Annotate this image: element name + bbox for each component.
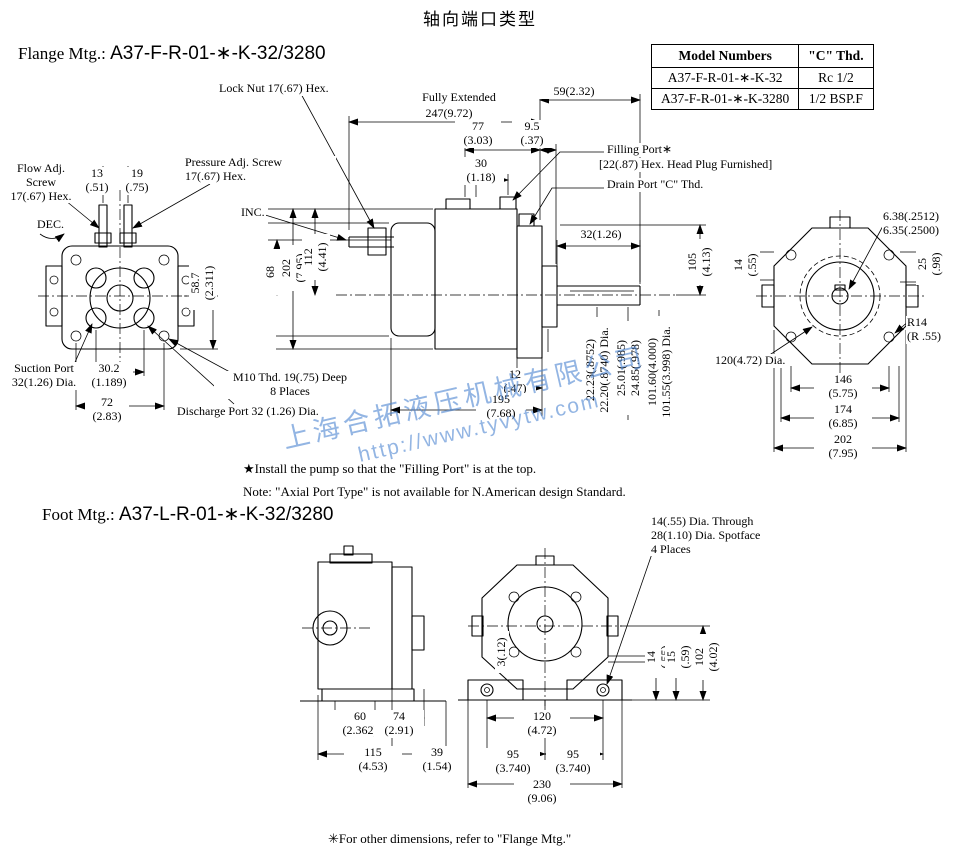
dim-pilot-diameter: 101.60(4.000) 101.55(3.998) Dia. [645, 316, 674, 428]
flange-rear-dimension-lines [740, 223, 936, 452]
label-suction-port: Suction Port 32(1.26) Dia. [2, 361, 86, 390]
foot-mtg-heading: Foot Mtg.: A37-L-R-01-∗-K-32/3280 [42, 503, 334, 526]
dim-19: 19 (.75) [122, 166, 152, 195]
dim-120: 120 (4.72) [514, 709, 570, 738]
dim-146: 146 (5.75) [814, 372, 872, 401]
dim-77: 77 (3.03) [455, 119, 501, 148]
dim-247: 247(9.72) [398, 106, 500, 121]
dim-202-rear: 202 (7.95) [814, 432, 872, 461]
dim-74: 74 (2.91) [374, 709, 424, 738]
label-inc: INC. [240, 205, 266, 220]
foot-side-view [300, 545, 446, 702]
table-header-model: Model Numbers [650, 44, 800, 68]
dim-32-shaft: 32(1.26) [565, 227, 637, 242]
flange-front-view [38, 190, 206, 362]
table-cell-model: A37-F-R-01-∗-K-32 [650, 67, 800, 89]
label-fully-extended: Fully Extended [403, 90, 515, 105]
dim-r14: R14 (R .55) [906, 315, 942, 344]
flange-mtg-model-number: A37-F-R-01-∗-K-32/3280 [110, 43, 326, 64]
table-row: A37-F-R-01-∗-K-3280 1/2 BSP.F [650, 88, 874, 110]
foot-mtg-label: Foot Mtg.: [42, 505, 115, 524]
dim-115: 115 (4.53) [344, 745, 402, 774]
table-header-row: Model Numbers "C" Thd. [650, 44, 874, 68]
note-install: ★Install the pump so that the "Filling P… [243, 461, 537, 477]
note-footer: ✳For other dimensions, refer to "Flange … [328, 831, 572, 847]
dim-25: 25 (.98) [915, 243, 944, 285]
dim-95-left: 95 (3.740) [486, 747, 540, 776]
dim-174: 174 (6.85) [814, 402, 872, 431]
model-numbers-table: Model Numbers "C" Thd. A37-F-R-01-∗-K-32… [650, 44, 874, 110]
dim-13: 13 (.51) [82, 166, 112, 195]
dim-58-7: 58.7 (2.311) [188, 256, 217, 310]
label-pressure-adj-screw: Pressure Adj. Screw 17(.67) Hex. [184, 155, 336, 184]
label-discharge-port: Discharge Port 32 (1.26) Dia. [176, 404, 320, 419]
table-cell-model: A37-F-R-01-∗-K-3280 [650, 88, 800, 110]
table-cell-thd: 1/2 BSP.F [798, 88, 874, 110]
label-dec: DEC. [36, 217, 65, 232]
dim-120-dia: 120(4.72) Dia. [714, 353, 787, 368]
dim-95-right: 95 (3.740) [546, 747, 600, 776]
label-spotface: 14(.55) Dia. Through 28(1.10) Dia. Spotf… [650, 514, 762, 557]
table-header-thd: "C" Thd. [798, 44, 874, 68]
flange-mtg-label: Flange Mtg.: [18, 44, 106, 63]
dim-30: 30 (1.18) [458, 156, 504, 185]
dim-105: 105 (4.13) [685, 239, 714, 285]
dim-39: 39 (1.54) [412, 745, 462, 774]
foot-front-view [458, 548, 632, 706]
page-title: 轴向端口类型 [423, 10, 537, 29]
dim-112: 112 (4.41) [301, 234, 330, 280]
flange-side-view [336, 196, 676, 359]
dim-30-2: 30.2 (1.189) [85, 361, 133, 390]
label-filling-port-note: [22(.87) Hex. Head Plug Furnished] [598, 157, 774, 172]
dim-shaft-diameter: 22.23(.8752) 22.20(.8740) Dia. [583, 317, 612, 423]
dim-59: 59(2.32) [538, 84, 610, 99]
dim-195: 195 (7.68) [476, 392, 526, 421]
label-filling-port: Filling Port∗ [606, 142, 674, 157]
dim-3: 3(.12) [494, 631, 509, 673]
flange-mtg-heading: Flange Mtg.: A37-F-R-01-∗-K-32/3280 [18, 42, 326, 65]
dim-72: 72 (2.83) [85, 395, 129, 424]
table-cell-thd: Rc 1/2 [798, 67, 874, 89]
table-row: A37-F-R-01-∗-K-32 Rc 1/2 [650, 67, 874, 89]
label-drain-port: Drain Port "C" Thd. [606, 177, 705, 192]
dim-15: 15 (.59) [664, 636, 693, 678]
label-flow-adj-screw: Flow Adj. Screw 17(.67) Hex. [2, 161, 80, 204]
foot-mtg-model-number: A37-L-R-01-∗-K-32/3280 [119, 504, 334, 525]
label-lock-nut: Lock Nut 17(.67) Hex. [218, 81, 330, 96]
dim-key-height: 25.01(.985) 24.85(.978) [614, 321, 643, 415]
label-m10-thread: M10 Thd. 19(.75) Deep 8 Places [214, 370, 366, 399]
dim-9-5: 9.5 (.37) [512, 119, 552, 148]
dim-230: 230 (9.06) [514, 777, 570, 806]
dim-key-width: 6.38(.2512) 6.35(.2500) [882, 209, 940, 238]
flange-rear-view [756, 210, 924, 380]
dim-14-rear: 14 (.55) [731, 244, 760, 286]
note-axial: Note: "Axial Port Type" is not available… [243, 484, 626, 500]
dim-102: 102 (4.02) [692, 634, 721, 680]
